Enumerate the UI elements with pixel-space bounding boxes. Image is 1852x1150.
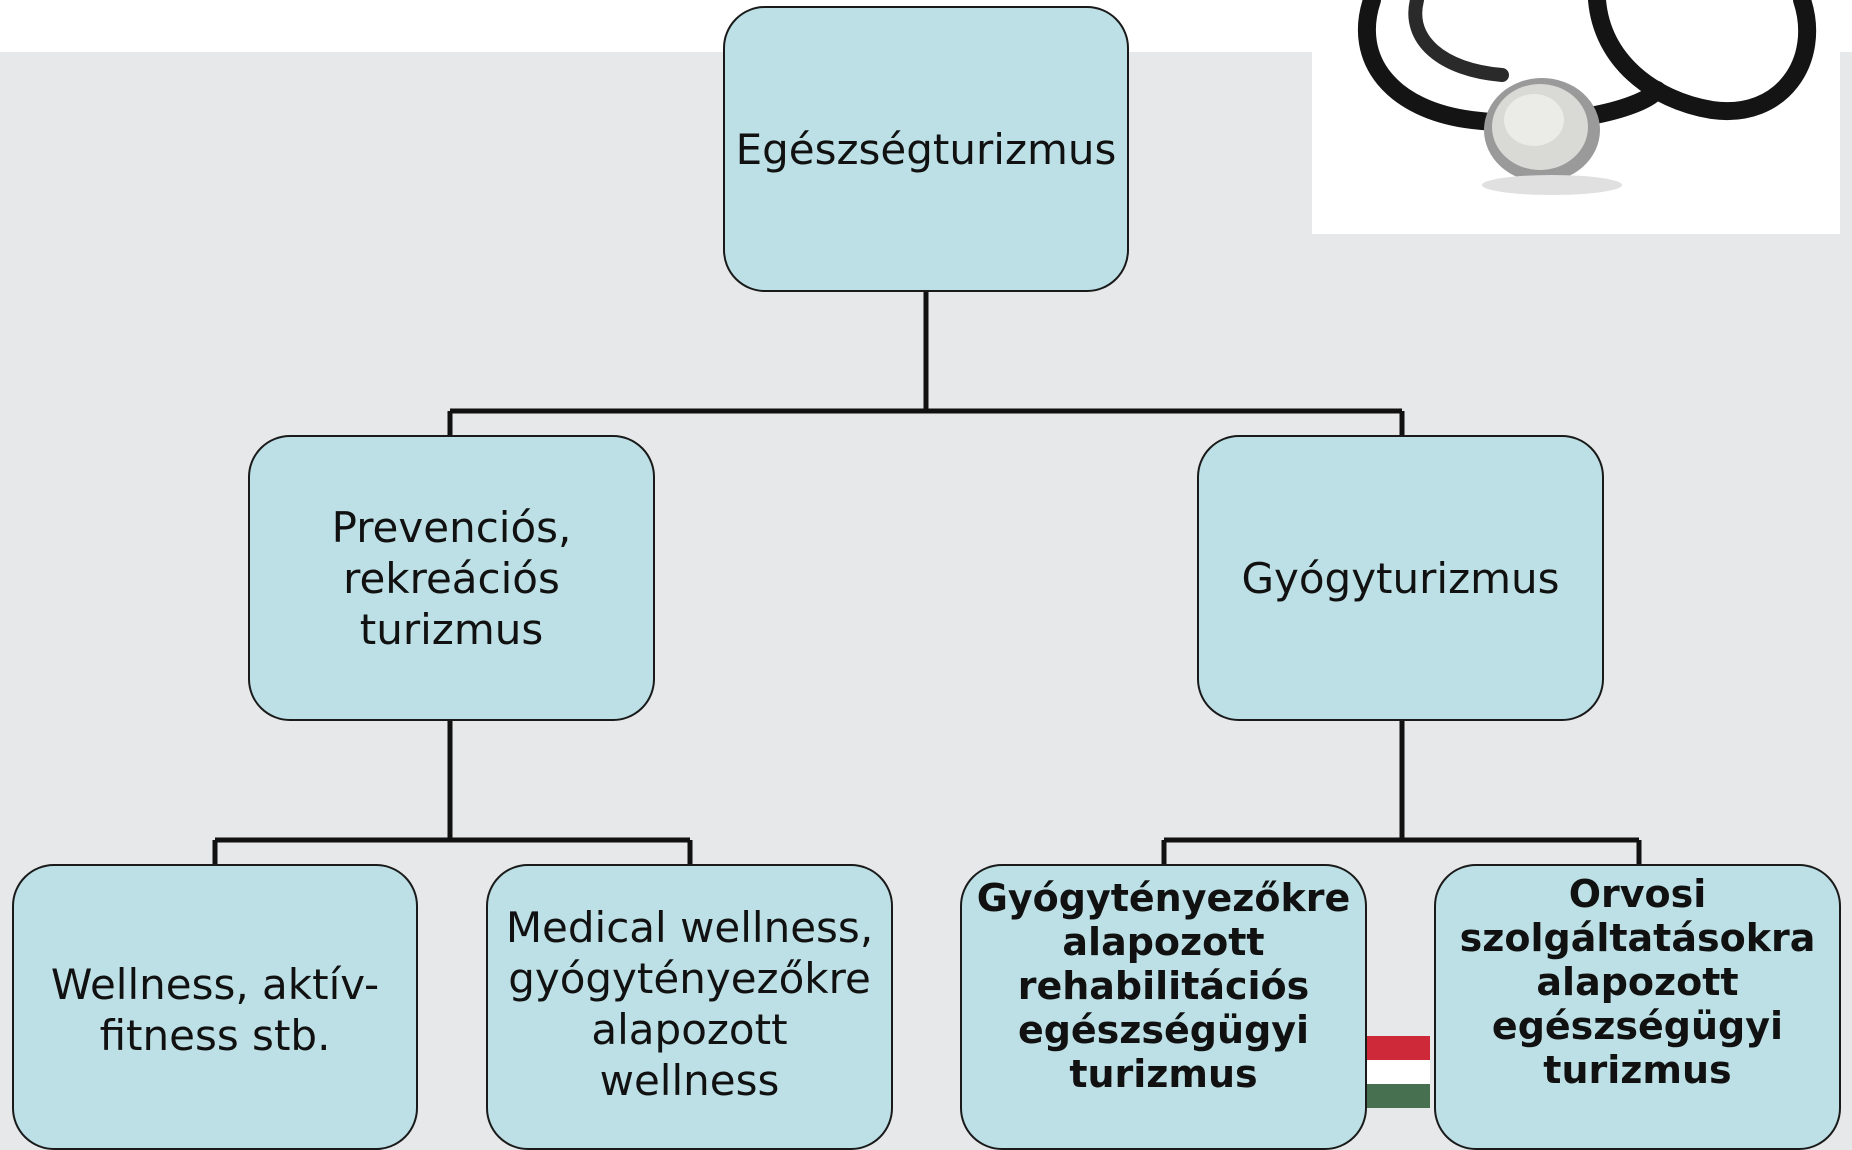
node-line: egészségügyi <box>1491 1004 1784 1048</box>
node-orvosi-szolgaltatasokra-alapozott: Orvosi szolgáltatásokra alapozott egészs… <box>1434 864 1841 1150</box>
node-wellness-aktiv-fitness: Wellness, aktív- fitness stb. <box>12 864 418 1150</box>
node-prevencios-rekreacios-turizmus: Prevenciós, rekreációs turizmus <box>248 435 655 721</box>
flag-red-stripe <box>1366 1036 1430 1060</box>
node-line: fitness stb. <box>99 1011 331 1060</box>
node-label: Egészségturizmus <box>735 124 1117 174</box>
stethoscope-photo <box>1312 0 1840 234</box>
node-line: turizmus <box>359 604 544 654</box>
node-line: Prevenciós, <box>331 502 572 552</box>
hungarian-flag-icon <box>1366 1036 1430 1108</box>
node-line: Orvosi <box>1568 872 1707 916</box>
node-label-group: Medical wellness, gyógytényezőkre alapoz… <box>506 902 873 1106</box>
node-line: Medical wellness, <box>505 903 874 952</box>
node-label: Gyógyturizmus <box>1241 553 1560 603</box>
node-line: egészségügyi <box>1017 1008 1310 1052</box>
node-line: alapozott <box>591 1005 788 1054</box>
node-line: rehabilitációs <box>1017 964 1310 1008</box>
node-line: turizmus <box>1069 1052 1258 1096</box>
node-line: Gyógytényezőkre <box>976 876 1351 920</box>
node-line: Wellness, aktív- <box>50 960 380 1009</box>
node-line: wellness <box>599 1056 780 1105</box>
node-label-group: Wellness, aktív- fitness stb. <box>51 959 379 1061</box>
node-medical-wellness: Medical wellness, gyógytényezőkre alapoz… <box>486 864 893 1150</box>
node-egeszsegturizmus: Egészségturizmus <box>723 6 1129 292</box>
node-label-group: Prevenciós, rekreációs turizmus <box>332 502 572 655</box>
node-line: szolgáltatásokra <box>1459 916 1816 960</box>
node-line: alapozott <box>1536 960 1739 1004</box>
flag-green-stripe <box>1366 1084 1430 1108</box>
node-label-group: Gyógytényezőkre alapozott rehabilitációs… <box>977 876 1351 1096</box>
node-line: alapozott <box>1062 920 1265 964</box>
node-gyogytenyezokre-alapozott-rehabilitacios: Gyógytényezőkre alapozott rehabilitációs… <box>960 864 1367 1150</box>
node-gyogyturizmus: Gyógyturizmus <box>1197 435 1604 721</box>
node-line: rekreációs <box>343 553 560 603</box>
node-label-group: Orvosi szolgáltatásokra alapozott egészs… <box>1460 872 1816 1092</box>
node-line: turizmus <box>1543 1048 1732 1092</box>
node-line: gyógytényezőkre <box>508 954 871 1003</box>
flag-white-stripe <box>1366 1060 1430 1084</box>
